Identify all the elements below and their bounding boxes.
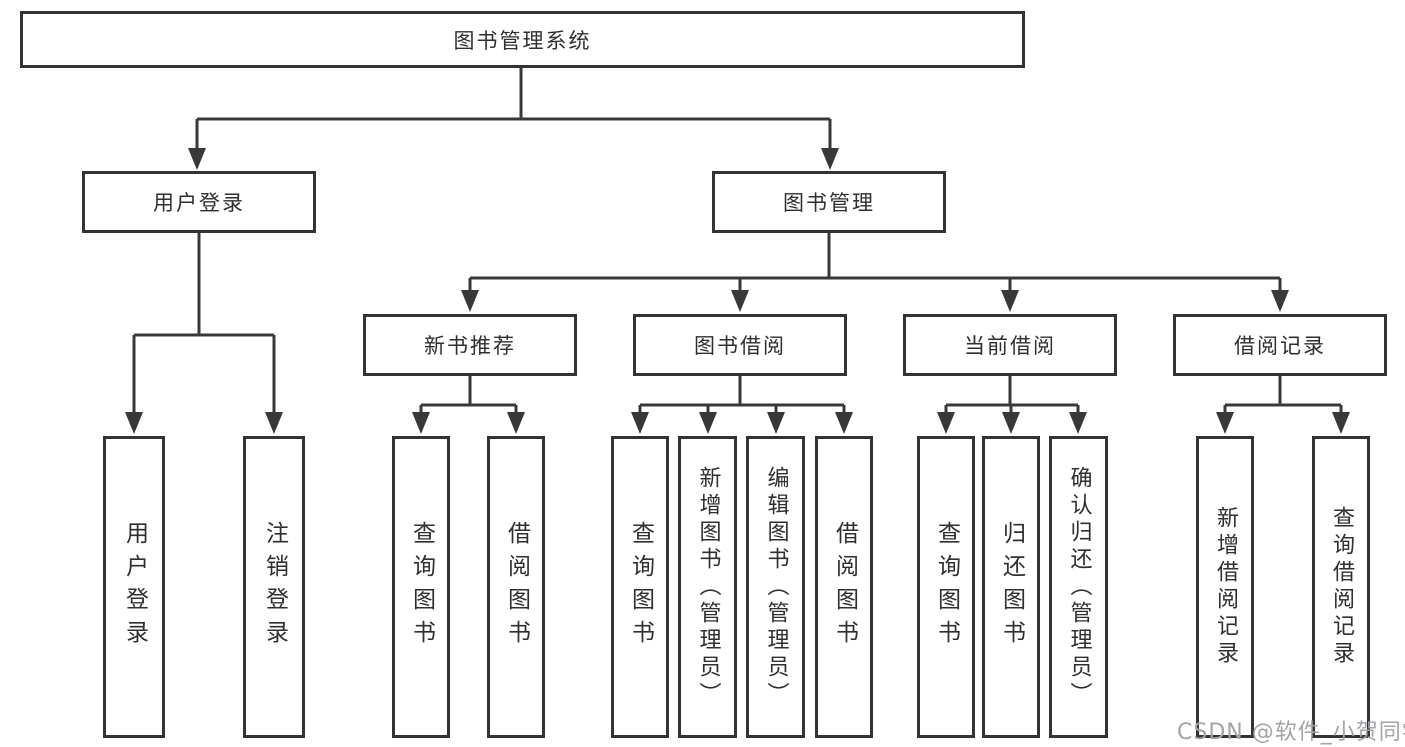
leaf-query-books-2: 查询图书 <box>611 436 669 738</box>
leaf-add-borrow-record: 新增借阅记录 <box>1196 436 1254 738</box>
leaf-add-books-admin-label: 新增图书（管理员） <box>695 465 721 709</box>
leaf-query-books-2-label: 查询图书 <box>627 521 654 653</box>
node-book-borrow-label: 图书借阅 <box>694 334 786 358</box>
node-current-borrow-label: 当前借阅 <box>964 334 1056 358</box>
node-root: 图书管理系统 <box>20 11 1025 68</box>
arrowhead <box>412 412 430 434</box>
arrowhead <box>1271 290 1289 312</box>
node-book-mgmt-label: 图书管理 <box>783 191 875 215</box>
arrowhead <box>188 148 206 170</box>
node-book-borrow: 图书借阅 <box>633 314 847 376</box>
leaf-borrow-books-2-label: 借阅图书 <box>831 521 858 653</box>
arrowhead <box>767 412 785 434</box>
node-root-label: 图书管理系统 <box>453 28 592 53</box>
arrowhead <box>821 148 839 170</box>
arrowhead <box>1001 290 1019 312</box>
arrowhead <box>1216 412 1234 434</box>
leaf-logout: 注销登录 <box>243 436 305 738</box>
leaf-edit-books-admin: 编辑图书（管理员） <box>746 436 805 738</box>
node-book-mgmt: 图书管理 <box>712 171 946 233</box>
edge-current-borrow-to-children <box>944 376 1080 415</box>
leaf-add-books-admin: 新增图书（管理员） <box>678 436 737 738</box>
leaf-user-login: 用户登录 <box>103 436 165 738</box>
node-user-login-label: 用户登录 <box>153 191 245 215</box>
arrowhead <box>1002 412 1020 434</box>
leaf-query-borrow-record: 查询借阅记录 <box>1312 436 1370 738</box>
leaf-return-books: 归还图书 <box>982 436 1040 738</box>
leaf-add-borrow-record-label: 新增借阅记录 <box>1213 506 1238 668</box>
leaf-borrow-books-1: 借阅图书 <box>487 436 545 738</box>
leaf-confirm-return-admin: 确认归还（管理员） <box>1049 436 1108 738</box>
arrowhead <box>125 412 143 434</box>
leaf-borrow-books-2: 借阅图书 <box>815 436 873 738</box>
arrowhead <box>835 412 853 434</box>
arrowhead <box>699 412 717 434</box>
node-borrow-records-label: 借阅记录 <box>1234 334 1326 358</box>
csdn-watermark: CSDN @软件_小贺同学 <box>1177 720 1405 745</box>
leaf-query-books-3: 查询图书 <box>917 436 975 738</box>
arrowhead <box>461 290 479 312</box>
leaf-query-borrow-record-label: 查询借阅记录 <box>1329 506 1354 668</box>
leaf-query-books-1: 查询图书 <box>392 436 450 738</box>
edge-book-mgmt-to-groups <box>468 233 1282 295</box>
edge-root-to-level2 <box>195 68 832 152</box>
arrowhead <box>1069 412 1087 434</box>
leaf-confirm-return-admin-label: 确认归还（管理员） <box>1066 465 1092 709</box>
leaf-borrow-books-1-label: 借阅图书 <box>503 521 530 653</box>
arrowhead <box>631 412 649 434</box>
node-current-borrow: 当前借阅 <box>903 314 1117 376</box>
leaf-return-books-label: 归还图书 <box>998 521 1025 653</box>
edge-new-book-rec-to-children <box>419 376 518 415</box>
node-new-book-rec-label: 新书推荐 <box>424 334 516 358</box>
edge-borrow-records-to-children <box>1223 376 1343 415</box>
arrowhead <box>507 412 525 434</box>
leaf-query-books-3-label: 查询图书 <box>933 521 960 653</box>
arrowhead <box>265 412 283 434</box>
arrowhead <box>1332 412 1350 434</box>
leaf-edit-books-admin-label: 编辑图书（管理员） <box>763 465 789 709</box>
leaf-user-login-label: 用户登录 <box>121 521 148 653</box>
node-new-book-rec: 新书推荐 <box>363 314 577 376</box>
node-borrow-records: 借阅记录 <box>1173 314 1387 376</box>
arrowhead <box>937 412 955 434</box>
leaf-logout-label: 注销登录 <box>261 521 288 653</box>
edge-book-borrow-to-children <box>638 376 846 415</box>
node-user-login: 用户登录 <box>82 171 316 233</box>
leaf-query-books-1-label: 查询图书 <box>408 521 435 653</box>
arrowhead <box>731 290 749 312</box>
edge-user-login-to-children <box>132 233 276 415</box>
